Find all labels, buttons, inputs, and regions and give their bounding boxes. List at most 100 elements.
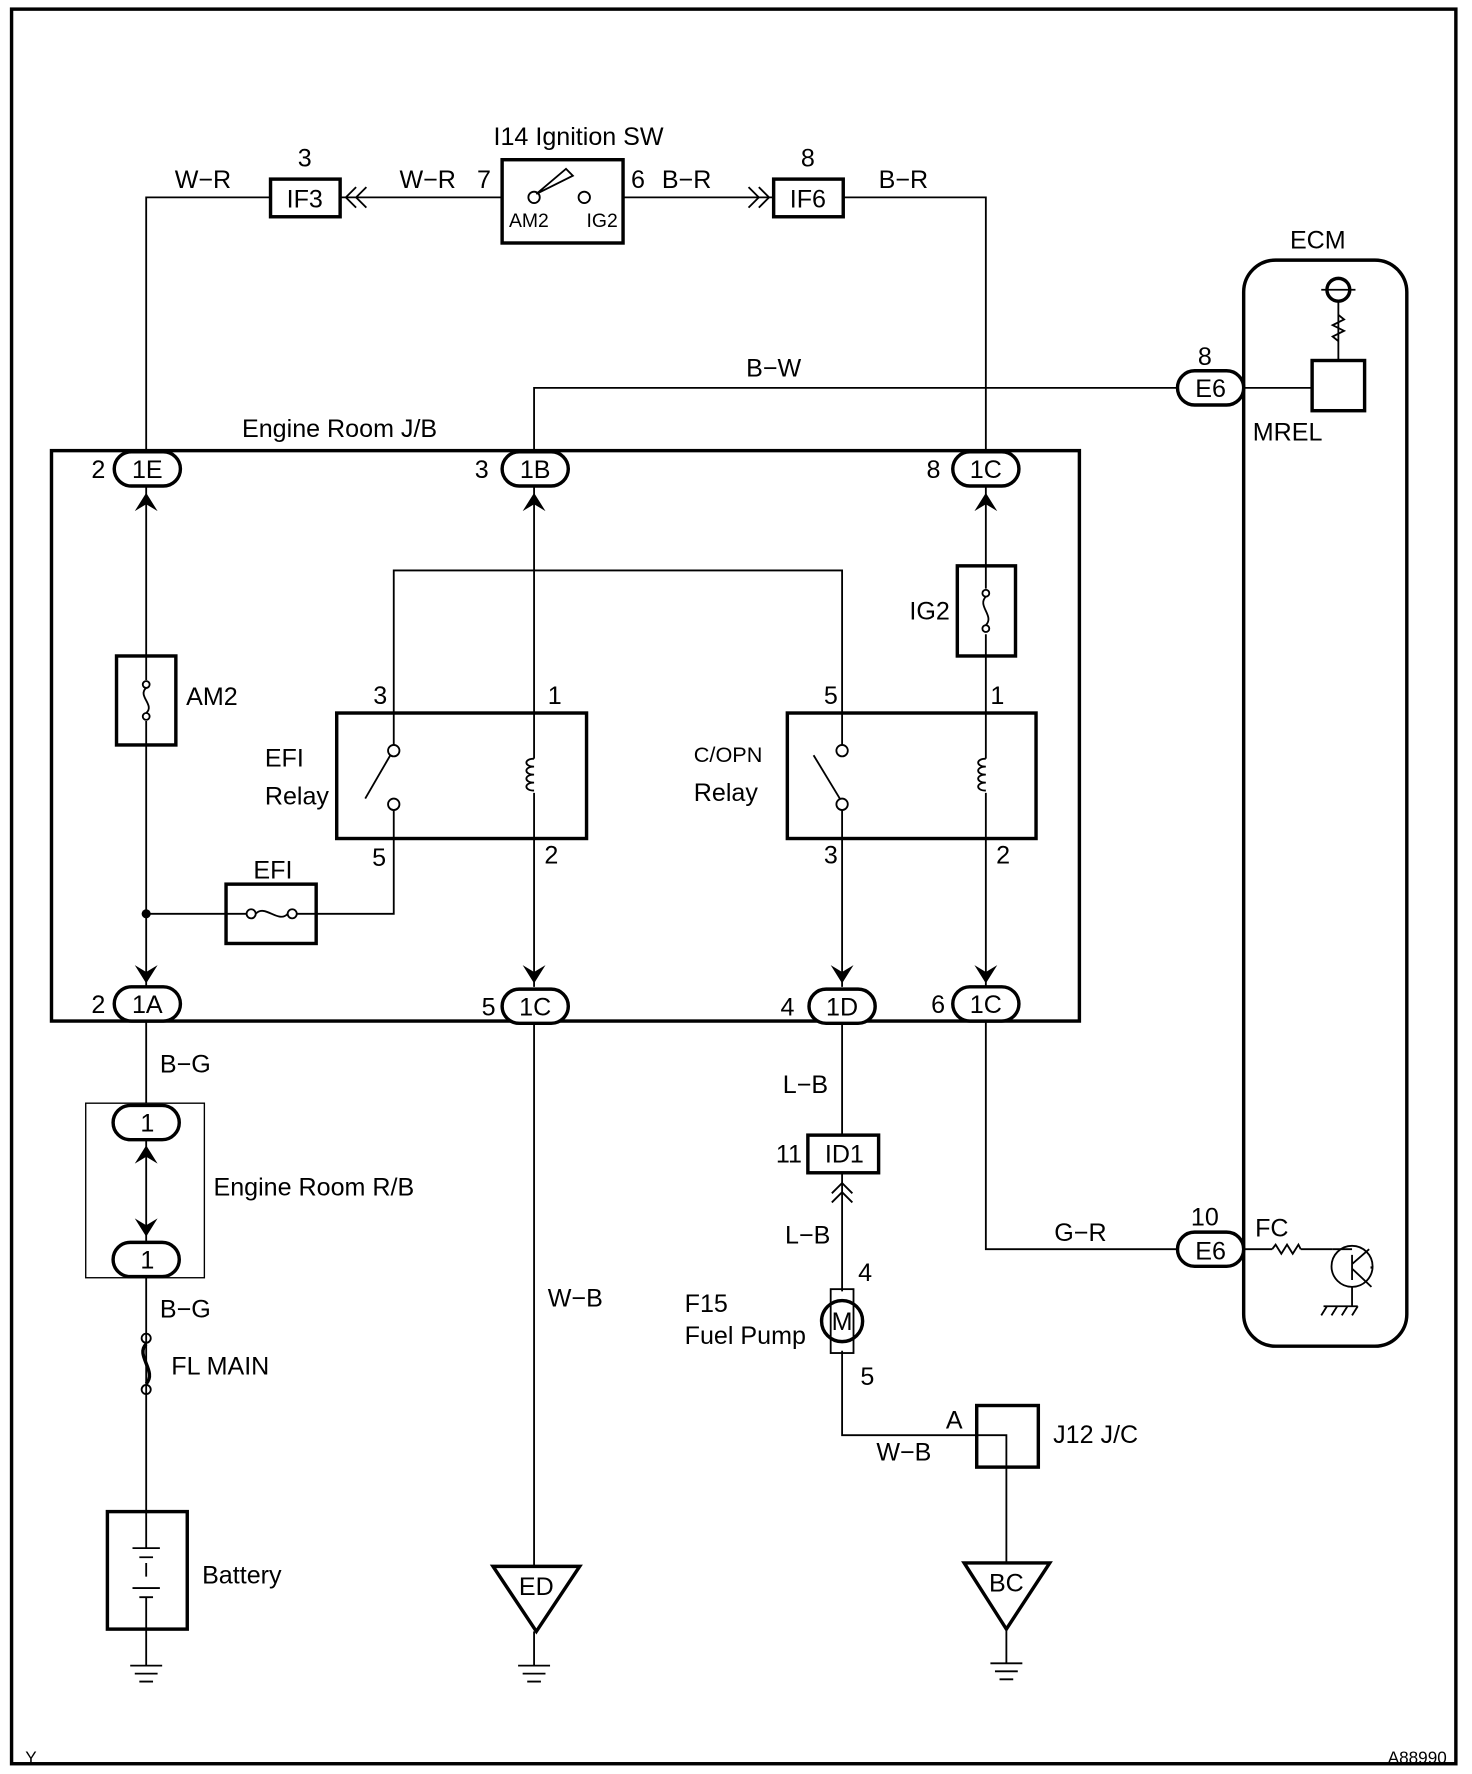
connector-1e <box>112 450 183 488</box>
pin-label: 3 <box>298 145 312 173</box>
pin-label: 3 <box>373 682 387 710</box>
fuse-label: EFI <box>253 856 292 884</box>
relay-label: Relay <box>694 779 759 807</box>
svg-text:4: 4 <box>780 993 794 1021</box>
terminal-label: AM2 <box>509 210 549 232</box>
pin-label: 2 <box>996 842 1010 870</box>
connector-label: E6 <box>1195 375 1226 403</box>
switch-contact-am2 <box>527 190 541 204</box>
relay-label: EFI <box>265 745 304 773</box>
ecm-box <box>1241 258 1409 1348</box>
transistor-icon <box>1320 1244 1374 1316</box>
pin-label: 3 <box>824 842 838 870</box>
relay-switch-icon <box>812 754 841 800</box>
ignition-switch-title: I14 Ignition SW <box>494 123 664 151</box>
relay-coil-icon <box>525 757 535 792</box>
connector-label: E6 <box>1195 1237 1226 1265</box>
resistor-icon <box>1271 1242 1302 1256</box>
connector-1c-bottom-right <box>951 985 1021 1023</box>
svg-text:1D: 1D <box>826 993 858 1021</box>
wire-color-label: L−B <box>785 1222 830 1250</box>
connector-rb-2 <box>111 1240 181 1279</box>
svg-text:6: 6 <box>931 991 945 1019</box>
mrel-label: MREL <box>1253 418 1323 446</box>
motor-icon <box>819 1298 865 1344</box>
svg-text:8: 8 <box>927 456 941 484</box>
fl-main-fuse-icon <box>140 1332 152 1396</box>
pin-label: 1 <box>548 682 562 710</box>
wire-color-label: B−R <box>662 166 711 194</box>
rb-title: Engine Room R/B <box>213 1174 414 1202</box>
pin-label: 5 <box>860 1363 874 1391</box>
fl-main-label: FL MAIN <box>171 1353 269 1381</box>
pin-label: A <box>946 1406 963 1434</box>
junction-dot <box>141 909 151 919</box>
copn-relay <box>785 711 1038 841</box>
fuse-icon <box>255 910 289 918</box>
wire-color-label: W−R <box>399 166 455 194</box>
connector-1c-top <box>951 450 1021 488</box>
motor-label: M <box>832 1308 853 1336</box>
resistor-icon <box>1330 314 1347 342</box>
mrel-box <box>1310 358 1367 413</box>
connector-1c-bottom <box>500 987 571 1026</box>
fuse-icon <box>982 596 990 626</box>
svg-text:2: 2 <box>91 991 105 1019</box>
connector-arrow-icon <box>344 186 368 209</box>
relay-coil-icon <box>977 757 986 792</box>
battery-label: Battery <box>202 1561 282 1589</box>
switch-lever-icon <box>535 167 575 195</box>
wire-color-label: B−R <box>879 166 928 194</box>
svg-text:1B: 1B <box>520 456 551 484</box>
battery-icon <box>132 1511 160 1630</box>
connector-label: IF3 <box>287 186 323 214</box>
jc-label: J12 J/C <box>1053 1421 1138 1449</box>
connector-id1 <box>806 1133 881 1175</box>
connector-label: IF6 <box>790 186 826 214</box>
wire-color-label: W−B <box>876 1438 931 1466</box>
pin-label: 4 <box>858 1259 872 1287</box>
svg-text:2: 2 <box>91 456 105 484</box>
pin-label: 10 <box>1191 1203 1219 1231</box>
svg-text:1C: 1C <box>519 993 551 1021</box>
connector-if3 <box>268 177 342 219</box>
connector-1d <box>807 987 877 1026</box>
connector-label: ID1 <box>825 1141 864 1169</box>
ignition-switch <box>500 158 625 245</box>
fuse-icon <box>142 687 150 714</box>
fc-label: FC <box>1255 1215 1288 1243</box>
ecm-title: ECM <box>1290 227 1346 255</box>
junction-connector-j12 <box>975 1403 1041 1469</box>
connector-arrow-icon <box>831 1181 854 1204</box>
ground-label: BC <box>989 1569 1024 1597</box>
connector-if6 <box>771 177 845 219</box>
wire-color-label: L−B <box>783 1071 828 1099</box>
relay-label: Relay <box>265 782 330 810</box>
svg-text:3: 3 <box>475 456 489 484</box>
svg-text:5: 5 <box>482 993 496 1021</box>
wire-color-label: B−W <box>746 354 801 382</box>
connector-rb-1 <box>111 1103 181 1142</box>
battery <box>105 1509 189 1631</box>
pin-label: 2 <box>544 842 558 870</box>
wire-color-label: W−B <box>548 1284 603 1312</box>
pin-label: 1 <box>140 1110 154 1138</box>
jb-bottom-connectors: 1A 2 1C 5 1D 4 1C 6 <box>91 965 1021 1026</box>
relay-switch-icon <box>364 754 392 800</box>
wire-color-label: G−R <box>1054 1219 1106 1247</box>
wire-color-label: B−G <box>160 1050 211 1078</box>
frame <box>9 7 1458 1766</box>
jb-top-connectors: 1E 2 1B 3 1C 8 <box>91 450 1021 512</box>
wire-color-label: B−G <box>160 1296 211 1324</box>
switch-contact-ig2 <box>577 190 591 204</box>
pin-label: 8 <box>801 145 815 173</box>
pump-label: F15 <box>685 1290 728 1318</box>
engine-room-jb <box>49 448 1082 1023</box>
connector-e6-top <box>1175 369 1246 407</box>
ground-point-ed <box>489 1564 583 1635</box>
pin-label: 6 <box>631 166 645 194</box>
ground-icon <box>518 1664 551 1683</box>
ground-icon <box>990 1662 1023 1681</box>
svg-text:1C: 1C <box>970 456 1002 484</box>
